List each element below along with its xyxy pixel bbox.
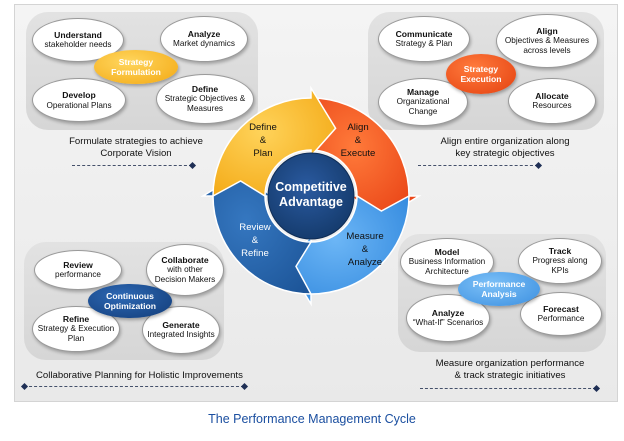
caption-performance-analysis: Measure organization performance & track…: [420, 358, 600, 382]
core-label-line1: Competitive: [275, 180, 347, 194]
oval-review-performance: Review performance: [34, 250, 122, 290]
oval-define-objectives: Define Strategic Objectives & Measures: [156, 74, 254, 124]
oval-model-architecture-text: Business Information Architecture: [408, 257, 486, 276]
segment-measure-analyze-line2: &: [362, 244, 369, 255]
oval-define-objectives-title: Define: [191, 84, 219, 94]
oval-analyze-market-text: Market dynamics: [173, 39, 235, 48]
oval-forecast-text: Performance: [537, 314, 585, 323]
segment-define-plan-line2: &: [260, 135, 267, 146]
segment-align-execute-line1: Align: [347, 122, 368, 133]
oval-collaborate-title: Collaborate: [161, 255, 209, 265]
oval-review-performance-text: performance: [55, 270, 101, 279]
oval-refine-strategy-title: Refine: [62, 314, 90, 324]
oval-analyze-market: Analyze Market dynamics: [160, 16, 248, 62]
oval-define-objectives-text: Strategic Objectives & Measures: [164, 94, 246, 113]
caption-strategy-execution: Align entire organization along key stra…: [400, 136, 610, 160]
oval-review-performance-title: Review: [63, 260, 93, 270]
caption-strategy-formulation-line1: Formulate strategies to achieve: [69, 136, 203, 147]
caption-continuous-optimization: Collaborative Planning for Holistic Impr…: [36, 370, 243, 381]
pill-strategy-formulation: Strategy Formulation: [94, 50, 178, 84]
oval-analyze-market-title: Analyze: [187, 29, 221, 39]
pill-continuous-optimization: Continuous Optimization: [88, 284, 172, 318]
oval-model-architecture-title: Model: [434, 247, 460, 257]
oval-communicate-text: Strategy & Plan: [395, 39, 453, 48]
segment-review-refine-line3: Refine: [241, 248, 269, 259]
pill-performance-analysis: Performance Analysis: [458, 272, 540, 306]
segment-measure-analyze-line3: Analyze: [348, 257, 382, 268]
oval-generate-insights-title: Generate: [162, 320, 200, 330]
oval-align-objectives: Align Objectives & Measures across level…: [496, 14, 598, 68]
oval-communicate-title: Communicate: [395, 29, 453, 39]
segment-define-plan-line3: Plan: [253, 148, 272, 159]
arrow-segment-define-plan: [212, 85, 337, 198]
oval-develop: Develop Operational Plans: [32, 78, 126, 122]
oval-generate-insights: Generate Integrated Insights: [142, 306, 220, 354]
oval-develop-text: Operational Plans: [46, 100, 112, 110]
segment-align-execute-line2: &: [355, 135, 362, 146]
oval-allocate-title: Allocate: [535, 91, 569, 101]
oval-collaborate: Collaborate with other Decision Makers: [146, 244, 224, 296]
segment-align-execute-line3: Execute: [341, 148, 376, 159]
segment-define-plan-line1: Define: [249, 122, 277, 133]
oval-develop-line: Develop: [62, 90, 95, 101]
oval-communicate: Communicate Strategy & Plan: [378, 16, 470, 62]
oval-understand-text: stakeholder needs: [44, 40, 112, 49]
diagram-title: The Performance Management Cycle: [208, 412, 416, 426]
caption-rule-execution: [418, 165, 538, 166]
caption-rule-formulation: [72, 165, 192, 166]
oval-align-objectives-text: Objectives & Measures across levels: [504, 36, 590, 55]
oval-refine-strategy-text: Strategy & Execution Plan: [37, 324, 115, 343]
oval-understand-title: Understand: [54, 30, 102, 40]
core-circle: [267, 152, 355, 240]
oval-forecast: Forecast Performance: [520, 292, 602, 336]
caption-performance-analysis-line2: & track strategic initiatives: [454, 370, 566, 381]
oval-analyze-scenarios-text: “What-If” Scenarios: [412, 318, 484, 327]
caption-strategy-formulation: Formulate strategies to achieve Corporat…: [36, 136, 236, 160]
pill-strategy-execution: Strategy Execution: [446, 54, 516, 94]
oval-generate-insights-text: Integrated Insights: [147, 330, 215, 339]
caption-strategy-formulation-line2: Corporate Vision: [100, 148, 172, 159]
segment-measure-analyze-line1: Measure: [346, 231, 383, 242]
segment-review-refine-line2: &: [252, 235, 259, 246]
oval-track-progress-text: Progress along KPIs: [532, 256, 588, 275]
oval-manage-change-text: Organizational Change: [396, 97, 450, 116]
oval-analyze-scenarios-title: Analyze: [431, 308, 465, 318]
oval-track-progress: Track Progress along KPIs: [518, 238, 602, 284]
oval-allocate-text: Resources: [532, 101, 572, 110]
core-label-line2: Advantage: [279, 195, 343, 209]
oval-develop-title: Develop: [62, 89, 96, 100]
segment-review-refine-line1: Review: [239, 222, 271, 233]
caption-performance-analysis-line1: Measure organization performance: [435, 358, 585, 369]
caption-strategy-execution-line1: Align entire organization along: [440, 136, 570, 147]
oval-forecast-title: Forecast: [543, 304, 579, 314]
oval-align-objectives-title: Align: [536, 26, 558, 36]
oval-collaborate-text: with other Decision Makers: [154, 265, 216, 284]
oval-manage-change-title: Manage: [407, 87, 439, 97]
caption-strategy-execution-line2: key strategic objectives: [455, 148, 555, 159]
oval-allocate: Allocate Resources: [508, 78, 596, 124]
oval-track-progress-title: Track: [548, 246, 572, 256]
caption-rule-analysis: [420, 388, 596, 389]
caption-rule-optimization: [24, 386, 244, 387]
